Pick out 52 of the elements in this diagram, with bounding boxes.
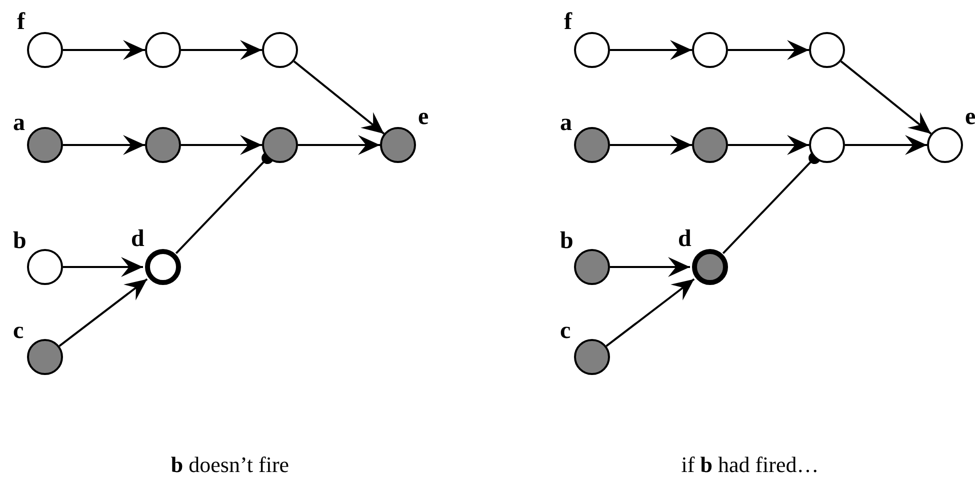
neuron-circle <box>145 127 181 163</box>
node-label: b <box>13 229 26 253</box>
neuron-circle <box>574 127 610 163</box>
neuron-circle <box>692 249 728 285</box>
neuron-circle <box>809 127 845 163</box>
neuron-circle <box>692 32 728 68</box>
node-label: f <box>17 10 25 34</box>
neuron-circle <box>574 249 610 285</box>
neuron-circle <box>27 127 63 163</box>
neuron-circle <box>574 339 610 375</box>
arrow <box>293 60 385 134</box>
neuron-circle <box>262 32 298 68</box>
neuron-circle <box>574 32 610 68</box>
arrow <box>181 135 262 155</box>
arrow <box>610 40 692 60</box>
node-label: b <box>560 229 574 253</box>
node-label: d <box>678 227 692 251</box>
arrow <box>840 60 932 134</box>
neuron-circle <box>27 339 63 375</box>
arrow <box>58 278 148 347</box>
arrow <box>63 40 145 60</box>
arrow <box>298 135 380 155</box>
arrow <box>845 135 927 155</box>
node-label: e <box>418 105 429 129</box>
node-label: d <box>131 227 144 251</box>
neuron-circle <box>927 127 963 163</box>
neuron-circle <box>27 32 63 68</box>
arrow <box>610 135 692 155</box>
neuron-circle <box>809 32 845 68</box>
neuron-circle <box>145 32 181 68</box>
dot-connector <box>722 152 821 254</box>
node-label: a <box>560 111 572 135</box>
arrow <box>63 135 145 155</box>
node-label: a <box>13 111 25 135</box>
neuron-circle <box>262 127 298 163</box>
arrow <box>181 40 262 60</box>
neuron-circle <box>145 249 181 285</box>
arrow <box>728 135 809 155</box>
neuron-circle <box>27 249 63 285</box>
neuron-circle <box>692 127 728 163</box>
caption: b doesn’t fire <box>170 452 290 478</box>
neuron-circle <box>380 127 416 163</box>
dot-connector <box>175 152 274 254</box>
node-label: f <box>564 10 572 34</box>
arrow <box>606 278 695 347</box>
arrow <box>63 257 143 277</box>
node-label: e <box>965 105 975 129</box>
caption: if b had fired… <box>681 452 819 478</box>
arrow <box>728 40 809 60</box>
arrow <box>610 257 690 277</box>
node-label: c <box>560 319 571 343</box>
node-label: c <box>13 319 24 343</box>
